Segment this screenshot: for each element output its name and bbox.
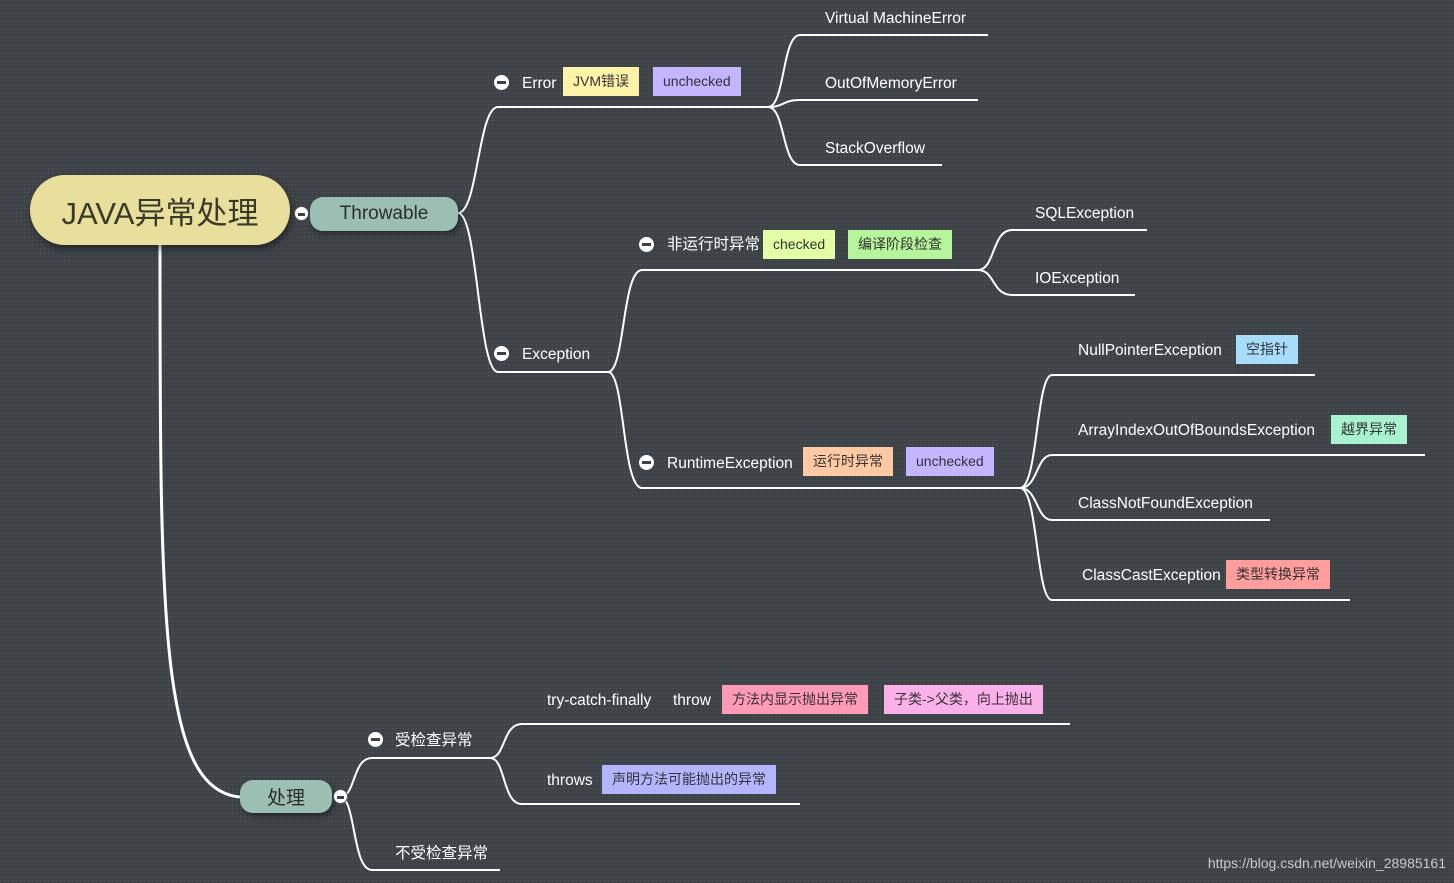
sql-exception-topic[interactable]: SQLException bbox=[1035, 205, 1135, 222]
handling-topic[interactable]: 处理 bbox=[240, 780, 332, 813]
root-topic[interactable]: JAVA异常处理 bbox=[30, 175, 290, 245]
io-exception-topic[interactable]: IOException bbox=[1035, 270, 1120, 287]
tag-unchecked: unchecked bbox=[653, 67, 741, 96]
collapse-icon[interactable] bbox=[639, 237, 654, 252]
stack-overflow-topic[interactable]: StackOverflow bbox=[825, 140, 925, 157]
collapse-icon[interactable] bbox=[639, 455, 654, 470]
tag-runtime-exception: 运行时异常 bbox=[803, 447, 893, 476]
exception-topic[interactable]: Exception bbox=[522, 346, 591, 363]
collapse-icon[interactable] bbox=[494, 346, 509, 361]
throws-topic[interactable]: throws bbox=[547, 772, 593, 789]
tag-unchecked: unchecked bbox=[906, 447, 994, 476]
unchecked-handling-topic[interactable]: 不受检查异常 bbox=[395, 845, 489, 862]
tag-compile-check: 编译阶段检查 bbox=[848, 230, 952, 259]
throw-topic[interactable]: throw bbox=[673, 692, 711, 709]
class-not-found-exception-topic[interactable]: ClassNotFoundException bbox=[1078, 495, 1253, 512]
error-topic[interactable]: Error bbox=[522, 75, 557, 92]
tag-throw-in-method: 方法内显示抛出异常 bbox=[722, 685, 868, 714]
try-catch-finally-topic[interactable]: try-catch-finally bbox=[547, 692, 652, 709]
tag-jvm-error: JVM错误 bbox=[563, 67, 639, 96]
class-cast-exception-topic[interactable]: ClassCastException bbox=[1082, 567, 1221, 584]
null-pointer-exception-topic[interactable]: NullPointerException bbox=[1078, 342, 1222, 359]
tag-declare-throws: 声明方法可能抛出的异常 bbox=[602, 765, 776, 794]
checked-exception-topic[interactable]: 非运行时异常 bbox=[667, 236, 761, 253]
tag-throw-upward: 子类->父类，向上抛出 bbox=[884, 685, 1043, 714]
collapse-icon[interactable] bbox=[368, 732, 383, 747]
tag-null-pointer: 空指针 bbox=[1236, 335, 1298, 364]
collapse-icon[interactable] bbox=[333, 789, 348, 804]
out-of-memory-error-topic[interactable]: OutOfMemoryError bbox=[825, 75, 957, 92]
tag-class-cast: 类型转换异常 bbox=[1226, 560, 1330, 589]
collapse-icon[interactable] bbox=[294, 206, 309, 221]
collapse-icon[interactable] bbox=[494, 75, 509, 90]
runtime-exception-topic[interactable]: RuntimeException bbox=[667, 455, 793, 472]
virtual-machine-error-topic[interactable]: Virtual MachineError bbox=[825, 10, 966, 27]
checked-handling-topic[interactable]: 受检查异常 bbox=[395, 732, 473, 749]
throwable-topic[interactable]: Throwable bbox=[310, 197, 458, 231]
watermark: https://blog.csdn.net/weixin_28985161 bbox=[1207, 855, 1446, 871]
tag-out-of-bounds: 越界异常 bbox=[1331, 415, 1407, 444]
array-index-out-of-bounds-topic[interactable]: ArrayIndexOutOfBoundsException bbox=[1078, 422, 1315, 439]
tag-checked: checked bbox=[763, 230, 836, 259]
